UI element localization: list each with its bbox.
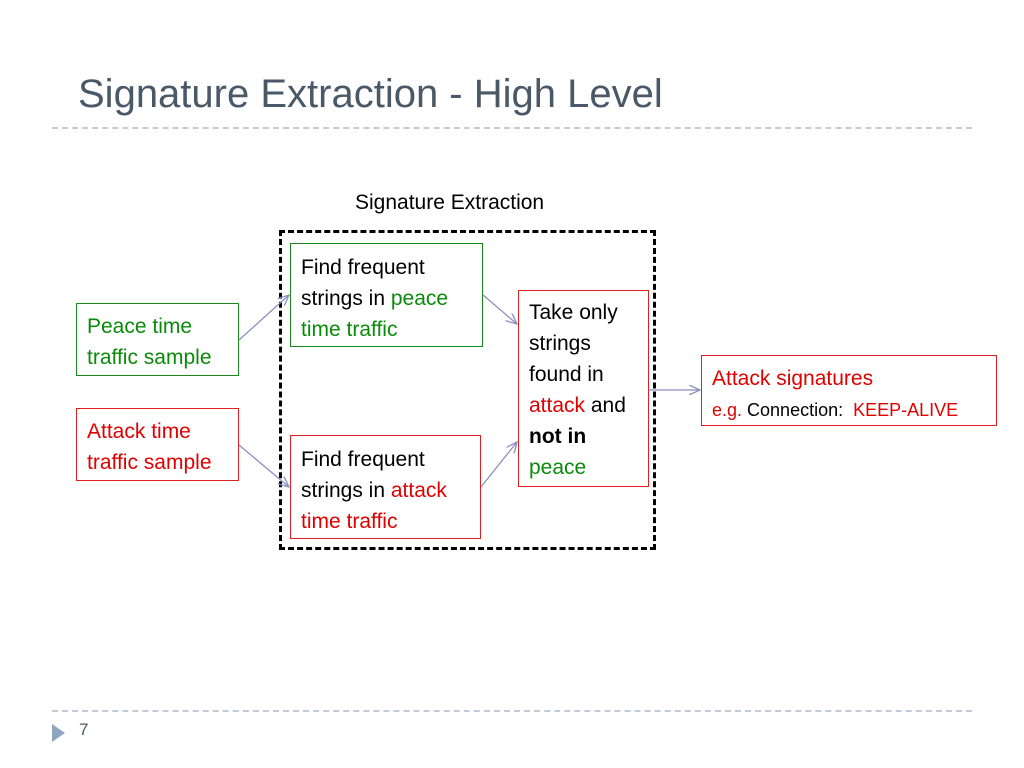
peace-time-sample-box: Peace time traffic sample <box>76 303 239 376</box>
find-attack-strings-box: Find frequent strings in attack time tra… <box>290 435 481 539</box>
attack-signatures-eg: e.g. <box>712 400 743 420</box>
arrow-find-peace-to-take <box>482 294 517 324</box>
take-only-not-in: not in <box>529 425 587 448</box>
find-peace-highlight: peace time traffic <box>301 287 449 341</box>
attack-sample-line1: Attack time <box>87 420 191 443</box>
group-label: Signature Extraction <box>355 191 545 214</box>
slide-marker-icon <box>52 724 65 742</box>
attack-signatures-heading: Attack signatures <box>712 367 874 390</box>
arrow-attack-to-find <box>238 444 289 487</box>
take-only-peace: peace <box>529 456 587 479</box>
page-number: 7 <box>79 720 89 739</box>
peace-sample-line1: Peace time <box>87 315 193 338</box>
find-attack-highlight: attack time traffic <box>301 479 447 533</box>
footer-divider <box>52 710 972 712</box>
title-divider <box>52 127 972 129</box>
slide-title: Signature Extraction - High Level <box>78 72 663 116</box>
attack-signatures-box: Attack signatures e.g. Connection: KEEP-… <box>701 355 997 426</box>
take-only-text: Take only strings found in <box>529 301 618 386</box>
find-attack-prefix: Find frequent strings in <box>301 448 425 502</box>
attack-sample-line2: traffic sample <box>87 451 212 474</box>
peace-sample-line2: traffic sample <box>87 346 212 369</box>
take-only-attack: attack <box>529 394 586 417</box>
find-peace-prefix: Find frequent strings in <box>301 256 425 310</box>
find-peace-strings-box: Find frequent strings in peace time traf… <box>290 243 483 347</box>
take-only-strings-box: Take only strings found in attack and no… <box>518 290 649 487</box>
attack-signatures-value: KEEP-ALIVE <box>853 400 959 420</box>
arrow-find-attack-to-take <box>480 442 517 488</box>
attack-signatures-connection: Connection: <box>742 400 844 420</box>
arrow-peace-to-find <box>238 295 289 341</box>
take-only-and: and <box>585 394 626 417</box>
attack-time-sample-box: Attack time traffic sample <box>76 408 239 481</box>
